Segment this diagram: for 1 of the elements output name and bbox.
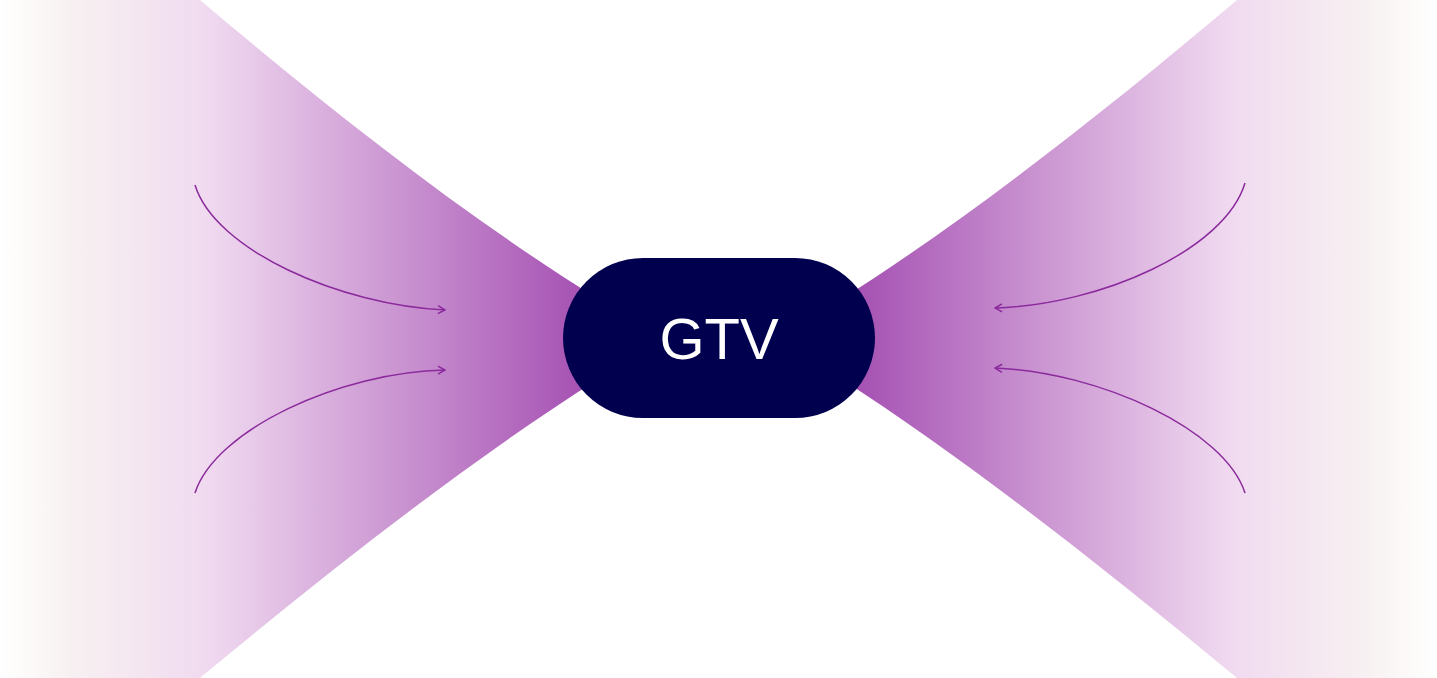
pill-node: GTV: [563, 258, 875, 418]
